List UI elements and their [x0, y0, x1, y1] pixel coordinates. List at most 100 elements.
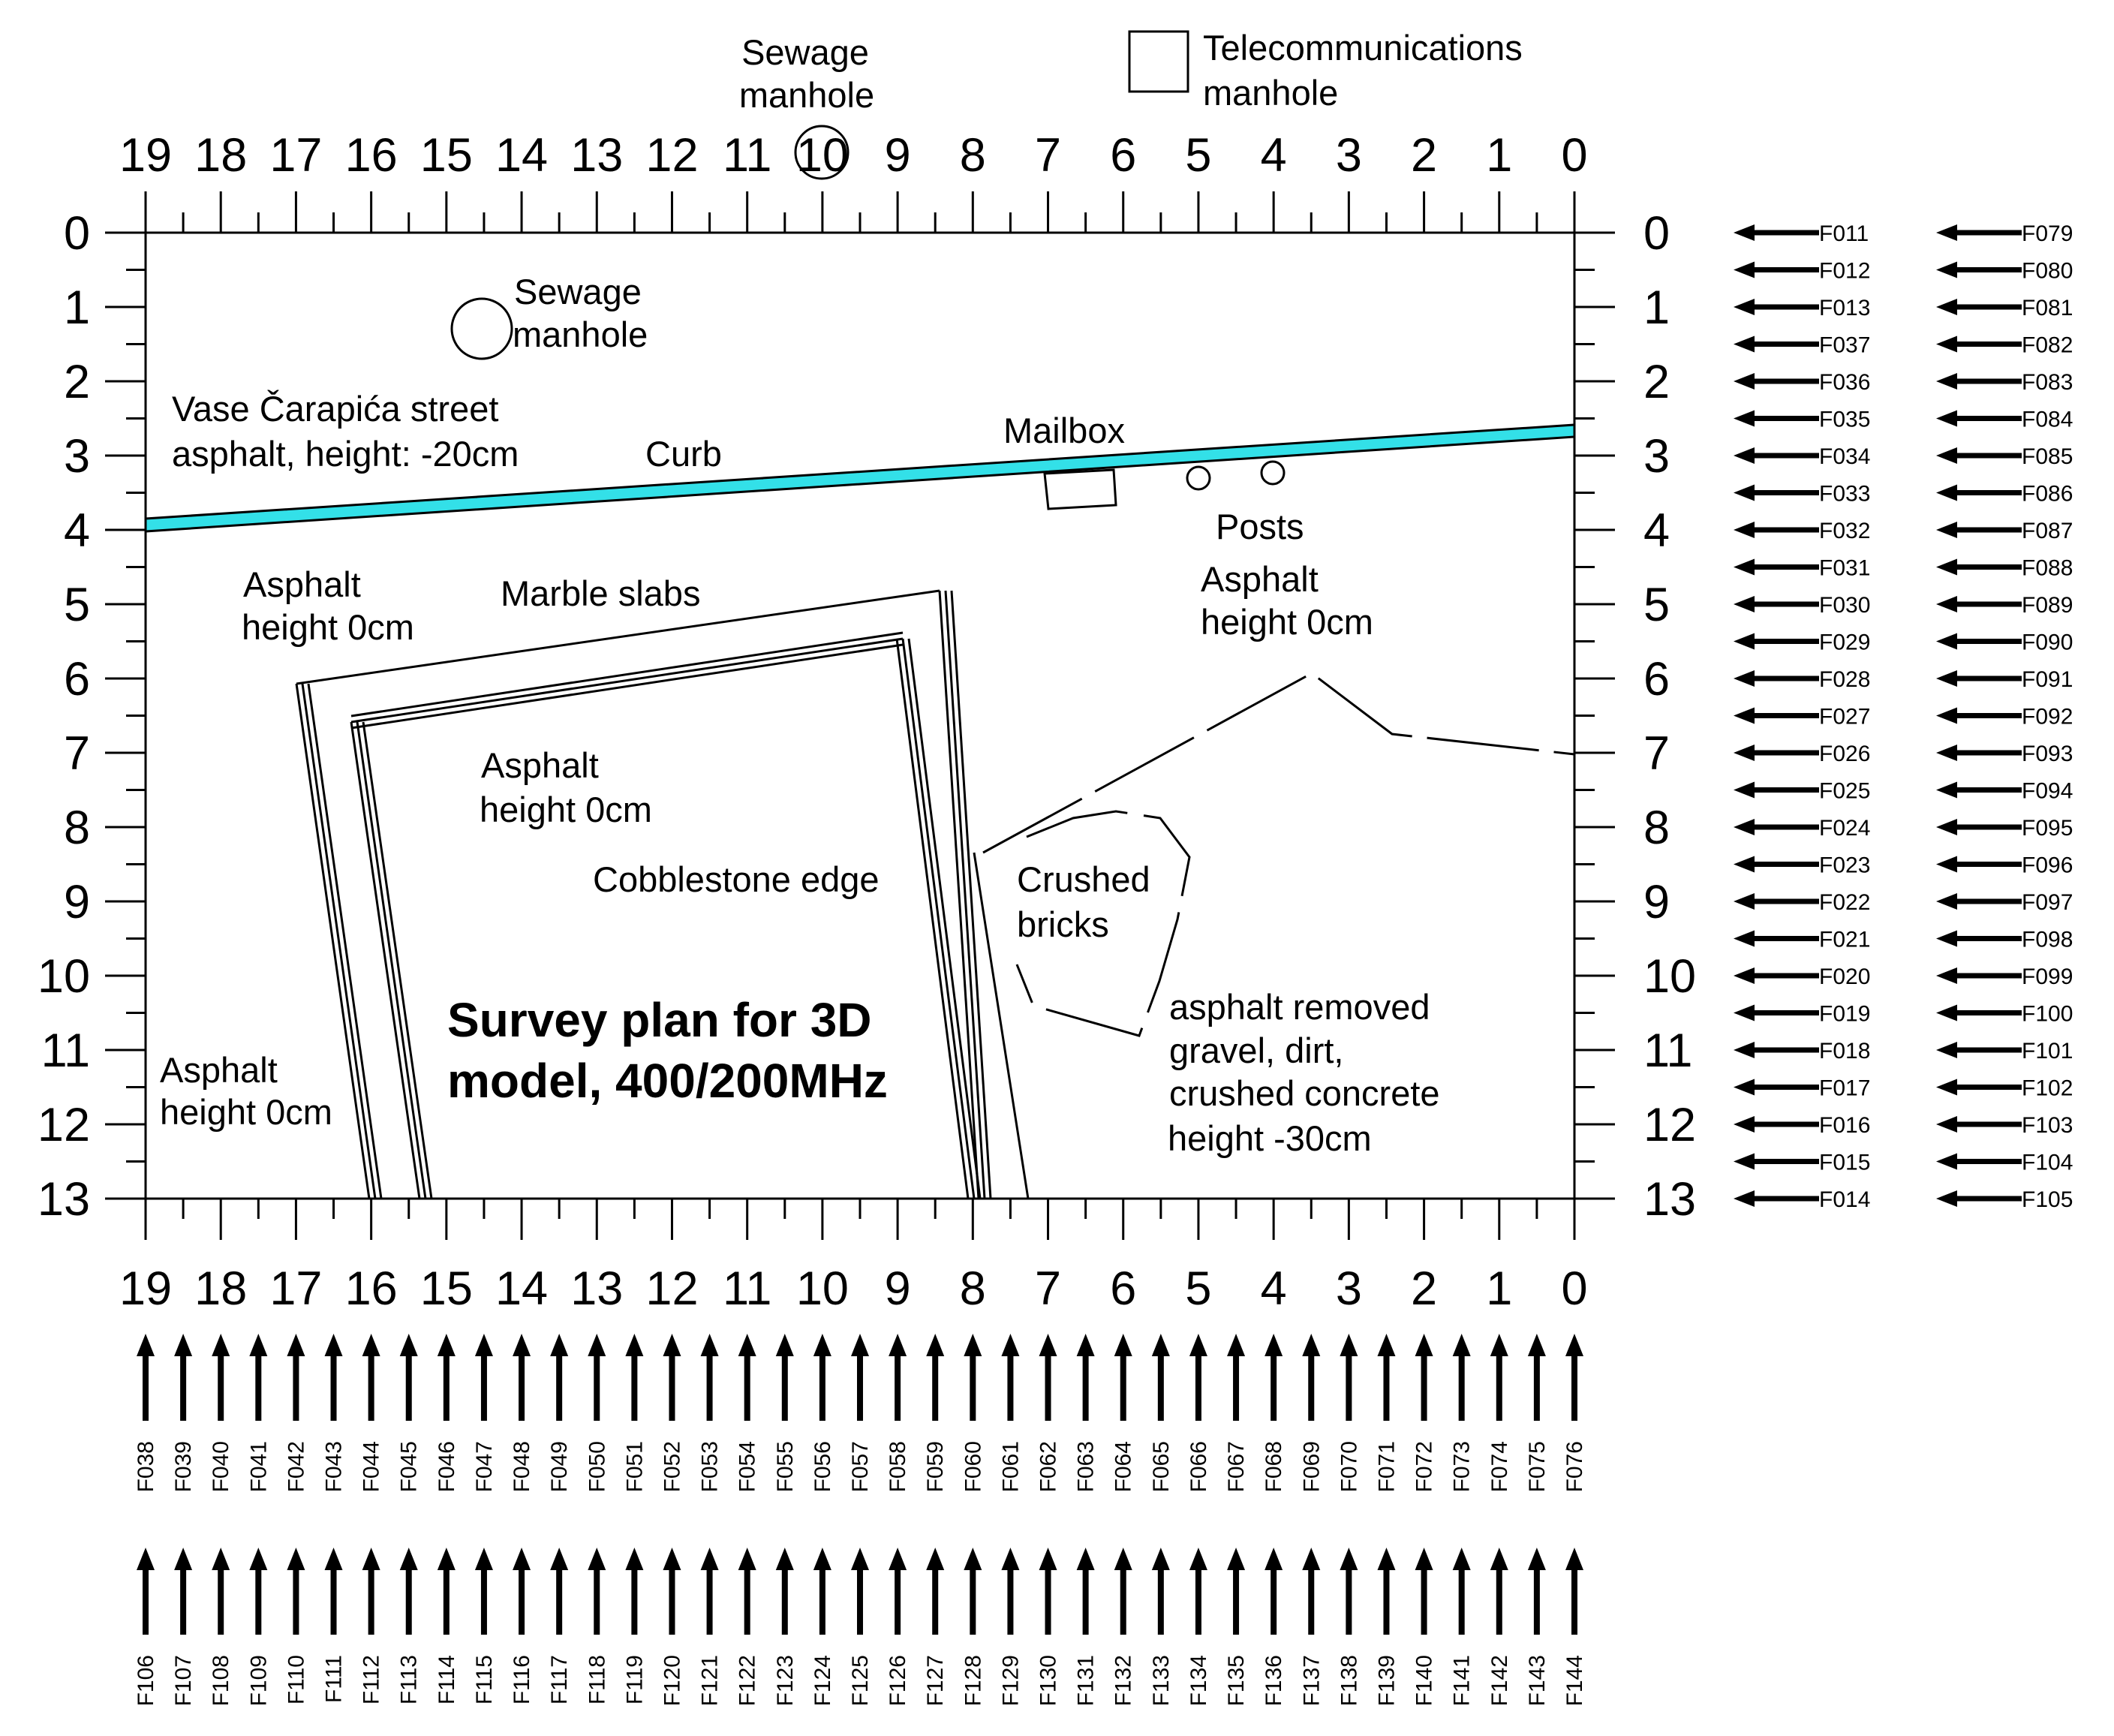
- profile-arrow-head: [1302, 1548, 1321, 1570]
- profile-label: F091: [2022, 667, 2073, 692]
- profile-label: F142: [1487, 1655, 1512, 1706]
- profile-arrow-head: [399, 1548, 418, 1570]
- profile-label: F136: [1261, 1655, 1286, 1706]
- y-tick-label-right: 12: [1643, 1099, 1696, 1151]
- profile-label: F043: [322, 1441, 347, 1492]
- cobblestone-edge-label: Cobblestone edge: [593, 859, 880, 899]
- x-tick-label-top: 10: [796, 129, 849, 182]
- sewage-label-1: Sewage: [514, 272, 642, 311]
- profile-arrow-head: [1936, 967, 1957, 984]
- profile-arrow-head: [1936, 670, 1957, 687]
- profile-label: F112: [359, 1655, 384, 1704]
- profile-arrow-head: [1527, 1548, 1546, 1570]
- y-tick-label-left: 0: [64, 207, 90, 260]
- profile-arrow-head: [1936, 1079, 1957, 1096]
- post-symbol: [1260, 460, 1286, 486]
- profile-label: F017: [1819, 1076, 1870, 1101]
- x-tick-label-top: 16: [345, 129, 398, 182]
- profile-label: F129: [998, 1655, 1023, 1706]
- axes: 1919181817171616151514141313121211111010…: [38, 129, 1696, 1315]
- profile-label: F049: [547, 1441, 572, 1492]
- profile-arrow-head: [1734, 930, 1755, 947]
- profile-label: F123: [773, 1655, 798, 1706]
- y-tick-label-left: 3: [64, 430, 90, 483]
- removed-zone-label-3: crushed concrete: [1169, 1073, 1440, 1113]
- profile-arrow-head: [474, 1334, 493, 1356]
- profile-label: F071: [1374, 1441, 1399, 1492]
- profile-arrow-head: [1936, 299, 1957, 315]
- asphalt-inner-label-1: Asphalt: [481, 745, 599, 785]
- profile-label: F132: [1111, 1655, 1136, 1706]
- sewage-label-2: manhole: [513, 314, 648, 354]
- profile-arrow-head: [1490, 1548, 1508, 1570]
- profile-arrow-head: [1734, 745, 1755, 761]
- x-tick-label-bottom: 6: [1110, 1262, 1136, 1315]
- profile-label: F037: [1819, 333, 1870, 358]
- profile-arrow-head: [1114, 1334, 1132, 1356]
- legend-sewage-line-2: manhole: [739, 75, 874, 115]
- x-tick-label-top: 5: [1185, 129, 1211, 182]
- profile-arrow-head: [174, 1548, 193, 1570]
- profile-label: F033: [1819, 482, 1870, 507]
- profile-arrow-head: [1936, 1042, 1957, 1058]
- profile-arrow-head: [625, 1548, 644, 1570]
- x-tick-label-bottom: 7: [1035, 1262, 1061, 1315]
- profile-arrow-head: [1734, 261, 1755, 278]
- profile-label: F046: [435, 1441, 459, 1492]
- y-tick-label-right: 6: [1643, 653, 1670, 706]
- map-features: [295, 297, 1575, 1199]
- profile-arrow-head: [1936, 1153, 1957, 1170]
- profile-label: F013: [1819, 296, 1870, 320]
- profile-label: F087: [2022, 519, 2073, 543]
- profile-label: F083: [2022, 370, 2073, 395]
- profile-arrow-head: [1936, 633, 1957, 650]
- profile-label: F052: [660, 1441, 684, 1492]
- profile-label: F056: [810, 1441, 835, 1492]
- profile-arrow-head: [550, 1548, 569, 1570]
- profile-label: F025: [1819, 779, 1870, 804]
- profile-label: F094: [2022, 779, 2073, 804]
- x-tick-label-top: 15: [420, 129, 473, 182]
- profile-arrow-head: [1936, 856, 1957, 873]
- profile-arrow-head: [1734, 633, 1755, 650]
- x-tick-label-bottom: 13: [570, 1262, 623, 1315]
- marble-slabs-top-edge: [296, 589, 940, 685]
- profile-arrow-head: [1734, 410, 1755, 427]
- asphalt-left-top-label-1: Asphalt: [243, 564, 361, 604]
- profile-label: F039: [171, 1441, 196, 1492]
- profile-label: F022: [1819, 890, 1870, 915]
- profile-label: F021: [1819, 928, 1870, 952]
- profile-label: F070: [1337, 1441, 1361, 1492]
- profile-label: F133: [1149, 1655, 1174, 1706]
- profile-label: F085: [2022, 444, 2073, 469]
- excavation-left-edge: [973, 852, 1030, 1199]
- profile-arrow-head: [1734, 856, 1755, 873]
- street-label-1: Vase Čarapića street: [172, 389, 498, 429]
- profile-label: F104: [2022, 1151, 2073, 1175]
- profile-label: F024: [1819, 816, 1870, 841]
- profile-label: F035: [1819, 408, 1870, 432]
- profile-label: F084: [2022, 408, 2073, 432]
- profile-arrow-head: [1151, 1548, 1170, 1570]
- x-tick-label-bottom: 1: [1486, 1262, 1512, 1315]
- profile-label: F107: [171, 1655, 196, 1706]
- profile-arrow-head: [437, 1548, 456, 1570]
- profile-label: F014: [1819, 1187, 1870, 1212]
- x-tick-label-top: 13: [570, 129, 623, 182]
- profile-label: F036: [1819, 370, 1870, 395]
- profile-label: F139: [1374, 1655, 1399, 1706]
- removed-zone-label-2: gravel, dirt,: [1169, 1030, 1343, 1070]
- profile-label: F027: [1819, 705, 1870, 730]
- profile-label: F076: [1562, 1441, 1587, 1492]
- profile-label: F125: [848, 1655, 873, 1706]
- profile-arrow-head: [1734, 373, 1755, 390]
- profile-arrow-head: [1734, 1190, 1755, 1207]
- profile-arrow-head: [1734, 224, 1755, 241]
- profile-arrow-head: [889, 1548, 907, 1570]
- profile-arrow-head: [1734, 1116, 1755, 1133]
- profile-arrow-head: [1734, 819, 1755, 835]
- telecom-manhole-symbol: [1128, 30, 1189, 93]
- asphalt-right-label-1: Asphalt: [1201, 559, 1319, 599]
- profile-arrow-head: [1340, 1334, 1358, 1356]
